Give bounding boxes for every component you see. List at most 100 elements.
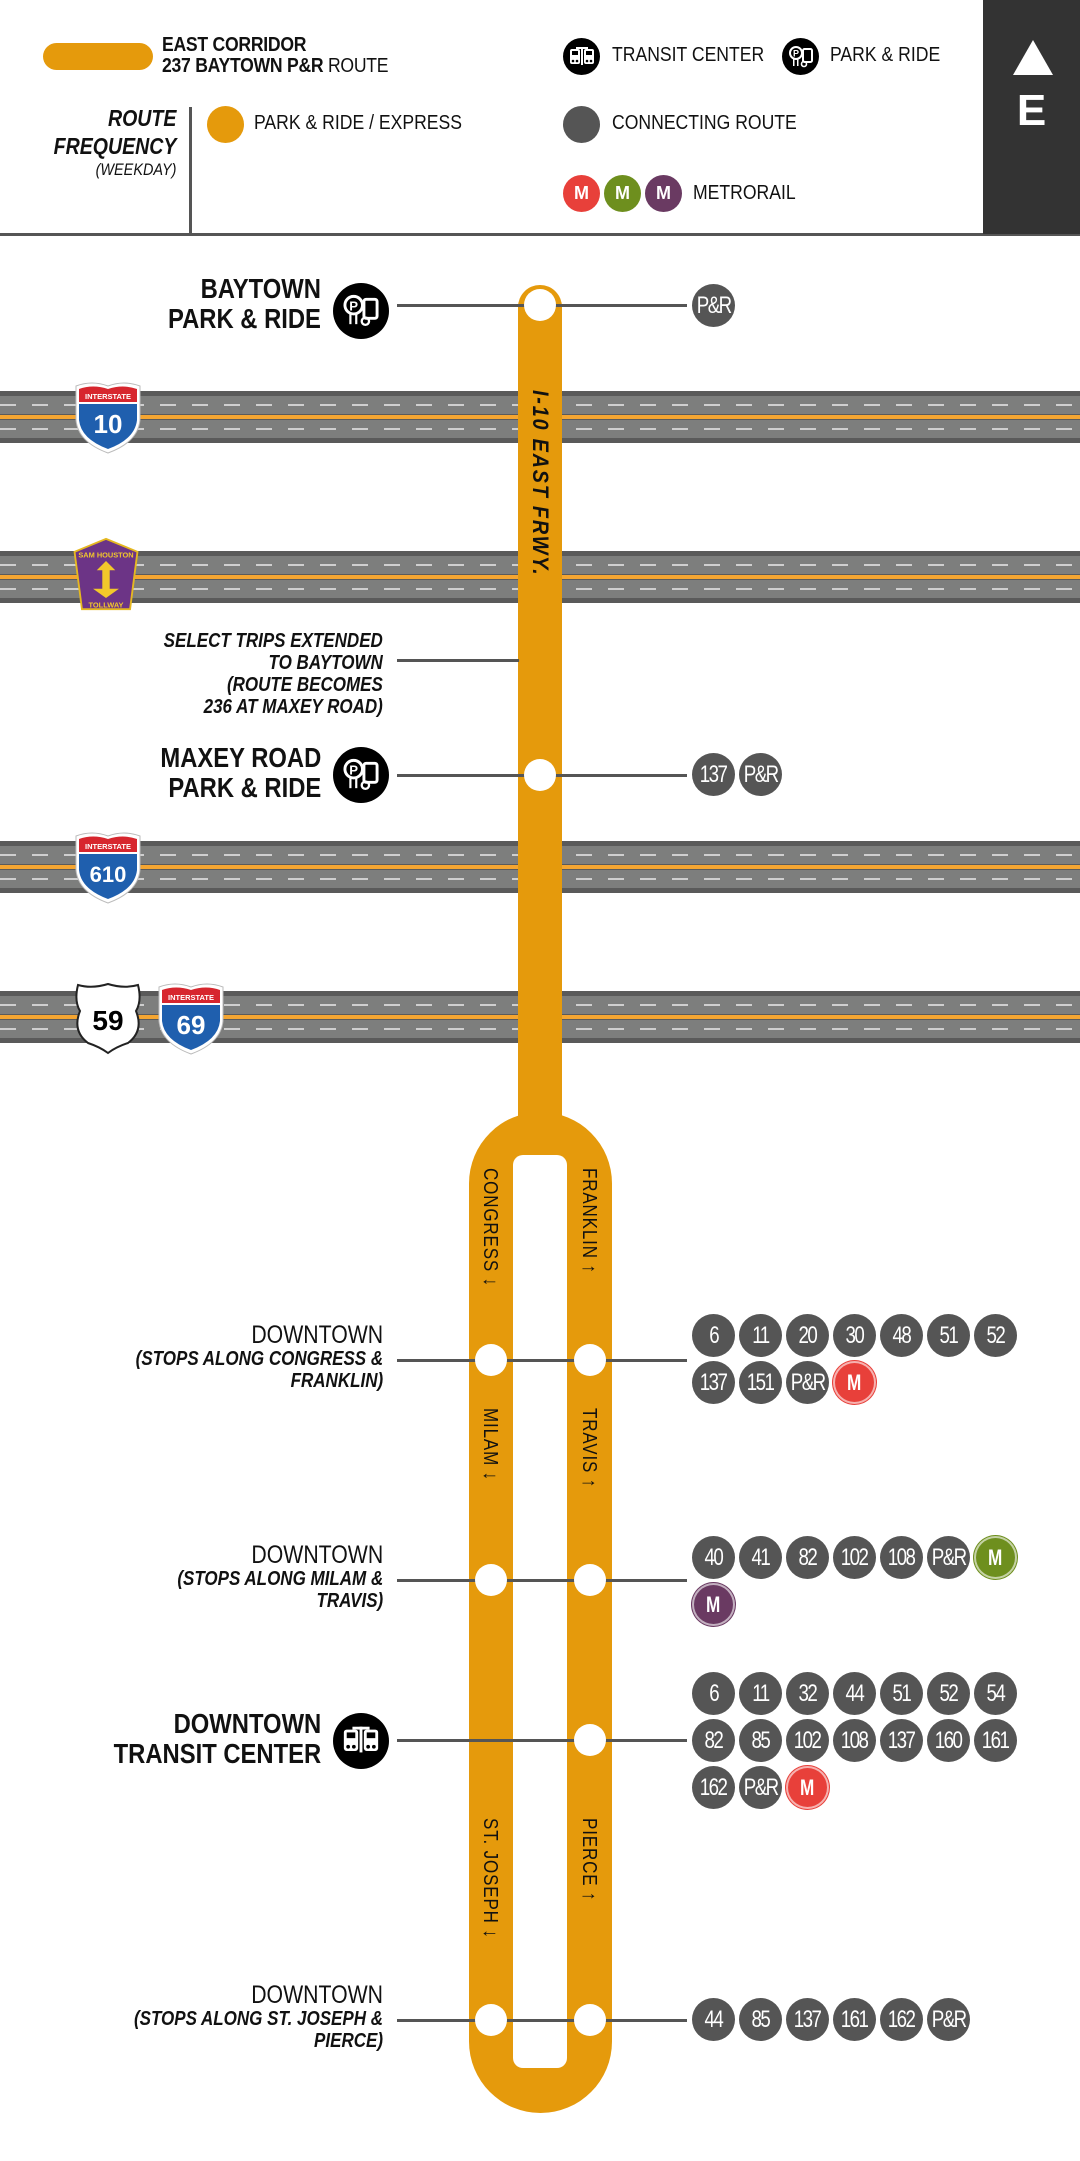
- stop-node-baytown[interactable]: [524, 289, 556, 321]
- stop-node-downtown-transit-center[interactable]: [574, 1724, 606, 1756]
- connections-downtown-congress-franklin: 6 11 20 30 48 51 52 137 151 P&R M: [692, 1314, 1027, 1404]
- route-badge[interactable]: 161: [974, 1719, 1017, 1762]
- park-ride-icon: P: [782, 38, 819, 75]
- route-badge[interactable]: P&R: [927, 1998, 970, 2041]
- route-badge[interactable]: P&R: [927, 1536, 970, 1579]
- svg-text:69: 69: [177, 1010, 206, 1040]
- interstate-610-shield-icon: INTERSTATE 610: [75, 832, 141, 904]
- route-badge[interactable]: 137: [692, 753, 735, 796]
- interstate-69-shield-icon: INTERSTATE 69: [158, 983, 224, 1055]
- route-badge[interactable]: 11: [739, 1314, 782, 1357]
- svg-text:10: 10: [94, 409, 123, 439]
- stop-connector: [397, 2019, 687, 2022]
- metrorail-green-icon[interactable]: M: [974, 1536, 1017, 1579]
- route-badge[interactable]: 85: [739, 1998, 782, 2041]
- svg-text:P: P: [349, 762, 358, 777]
- route-badge[interactable]: 137: [692, 1361, 735, 1404]
- route-badge[interactable]: 161: [833, 1998, 876, 2041]
- route-badge[interactable]: 151: [739, 1361, 782, 1404]
- route-badge[interactable]: 102: [833, 1536, 876, 1579]
- route-badge[interactable]: 82: [786, 1536, 829, 1579]
- park-ride-legend-label: PARK & RIDE: [830, 44, 941, 66]
- interstate-10-shield-icon: INTERSTATE 10: [75, 382, 141, 454]
- street-label-milam: MILAM ↓: [479, 1408, 501, 1482]
- route-badge[interactable]: 162: [880, 1998, 923, 2041]
- route-badge[interactable]: 44: [692, 1998, 735, 2041]
- route-badge[interactable]: 137: [880, 1719, 923, 1762]
- route-badge[interactable]: 11: [739, 1672, 782, 1715]
- svg-text:TOLLWAY: TOLLWAY: [89, 600, 124, 609]
- route-title: EAST CORRIDOR 237 BAYTOWN P&R ROUTE: [162, 34, 389, 77]
- route-badge[interactable]: 51: [880, 1672, 923, 1715]
- trunk-street-label: I-10 EAST FRWY.: [528, 390, 553, 577]
- svg-text:INTERSTATE: INTERSTATE: [85, 842, 131, 851]
- up-arrow-icon: [1013, 40, 1053, 75]
- route-badge[interactable]: 82: [692, 1719, 735, 1762]
- stop-node-franklin[interactable]: [574, 1344, 606, 1376]
- legend-header: EAST CORRIDOR 237 BAYTOWN P&R ROUTE ROUT…: [0, 0, 1080, 236]
- svg-text:INTERSTATE: INTERSTATE: [85, 392, 131, 401]
- stop-node-milam[interactable]: [475, 1564, 507, 1596]
- route-badge[interactable]: 40: [692, 1536, 735, 1579]
- route-badge[interactable]: P&R: [739, 753, 782, 796]
- route-badge[interactable]: 32: [786, 1672, 829, 1715]
- metrorail-red-icon[interactable]: M: [786, 1766, 829, 1809]
- route-badge[interactable]: 20: [786, 1314, 829, 1357]
- transit-center-legend-label: TRANSIT CENTER: [612, 44, 765, 66]
- route-badge[interactable]: P&R: [786, 1361, 829, 1404]
- metrorail-green-icon: M: [604, 175, 641, 212]
- route-badge[interactable]: 52: [974, 1314, 1017, 1357]
- downtown-loop-interior: [513, 1155, 567, 2068]
- route-badge[interactable]: 48: [880, 1314, 923, 1357]
- metrorail-legend-label: METRORAIL: [693, 182, 796, 204]
- stop-node-pierce[interactable]: [574, 2004, 606, 2036]
- route-suffix: ROUTE: [327, 55, 389, 77]
- frequency-title-2: FREQUENCY: [53, 133, 176, 159]
- route-badge[interactable]: 137: [786, 1998, 829, 2041]
- connections-baytown: P&R: [692, 284, 1032, 327]
- route-badge[interactable]: 85: [739, 1719, 782, 1762]
- metrorail-purple-icon: M: [645, 175, 682, 212]
- route-badge[interactable]: P&R: [739, 1766, 782, 1809]
- route-badge[interactable]: 6: [692, 1672, 735, 1715]
- route-badge[interactable]: P&R: [692, 284, 735, 327]
- route-badge[interactable]: 41: [739, 1536, 782, 1579]
- park-ride-icon: P: [333, 283, 389, 339]
- stop-node-maxey-road[interactable]: [524, 759, 556, 791]
- svg-text:P: P: [349, 298, 358, 313]
- route-badge[interactable]: 160: [927, 1719, 970, 1762]
- street-label-st-joseph: ST. JOSEPH ↓: [479, 1818, 501, 1939]
- svg-text:P: P: [792, 48, 798, 58]
- route-badge[interactable]: 51: [927, 1314, 970, 1357]
- metrorail-purple-icon[interactable]: M: [692, 1583, 735, 1626]
- route-badge[interactable]: 54: [974, 1672, 1017, 1715]
- corridor-name: EAST CORRIDOR: [162, 34, 307, 56]
- route-badge[interactable]: 6: [692, 1314, 735, 1357]
- svg-text:INTERSTATE: INTERSTATE: [168, 993, 214, 1002]
- stop-node-st-joseph[interactable]: [475, 2004, 507, 2036]
- sam-houston-tollway-shield-icon: SAM HOUSTON TOLLWAY: [73, 537, 139, 611]
- route-badge[interactable]: 108: [880, 1536, 923, 1579]
- street-label-congress: CONGRESS ↓: [479, 1168, 501, 1288]
- route-badge[interactable]: 44: [833, 1672, 876, 1715]
- route-badge[interactable]: 52: [927, 1672, 970, 1715]
- metrorail-red-icon[interactable]: M: [833, 1361, 876, 1404]
- street-label-franklin: FRANKLIN ↑: [578, 1168, 600, 1274]
- route-name: 237 BAYTOWN P&R: [162, 55, 324, 77]
- frequency-title-1: ROUTE: [107, 105, 176, 131]
- route-badge[interactable]: 30: [833, 1314, 876, 1357]
- svg-text:SAM HOUSTON: SAM HOUSTON: [78, 550, 133, 559]
- direction-letter: E: [1016, 86, 1047, 135]
- route-badge[interactable]: 108: [833, 1719, 876, 1762]
- route-trunk-line: [518, 285, 562, 1125]
- header-divider: [189, 107, 192, 235]
- svg-text:610: 610: [90, 862, 127, 887]
- stop-node-congress[interactable]: [475, 1344, 507, 1376]
- note-connector: [397, 659, 519, 662]
- route-badge[interactable]: 162: [692, 1766, 735, 1809]
- stop-node-travis[interactable]: [574, 1564, 606, 1596]
- route-badge[interactable]: 102: [786, 1719, 829, 1762]
